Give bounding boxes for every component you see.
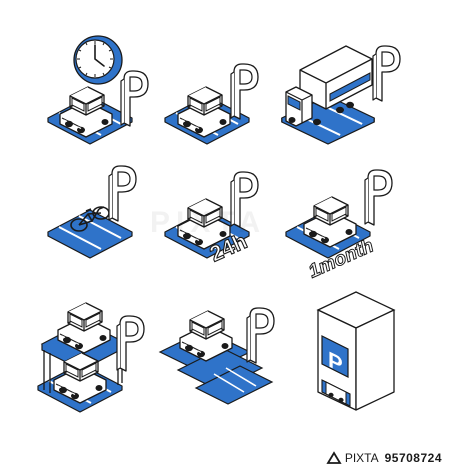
multilevel-parking-icon [37,302,145,413]
pixta-logo-icon [326,451,342,464]
image-id: 95708724 [384,451,442,465]
clock-icon [73,35,123,85]
truck-icon [285,45,373,127]
truck-parking-icon [280,45,401,146]
footer-bar: PIXTA 95708724 [0,447,450,469]
garage-p-sign: P [321,335,349,378]
parking-garage-icon: P [316,291,396,411]
brand-name: PIXTA [344,451,379,465]
parking-lots-icon [158,307,275,405]
svg-text:P: P [328,346,343,378]
24h-parking-icon: 24h [164,171,259,267]
garage-door [321,379,351,407]
bicycle-icon [70,206,110,232]
bicycle-parking-icon [47,165,137,259]
time-parking-icon [47,35,149,145]
car-parking-icon [164,63,259,145]
brand-logo: PIXTA [326,451,379,465]
monthly-parking-icon: 1month [285,169,393,283]
